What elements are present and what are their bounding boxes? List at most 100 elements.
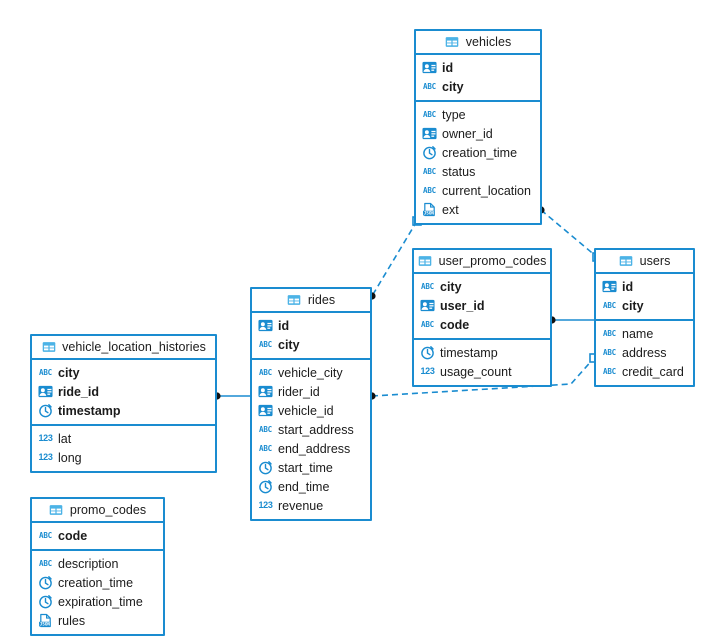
- field-name: name: [622, 326, 654, 341]
- primary-key-row[interactable]: id: [416, 58, 540, 77]
- table-header[interactable]: vehicles: [416, 31, 540, 55]
- field-name: city: [622, 298, 644, 313]
- field-row[interactable]: rider_id: [252, 382, 370, 401]
- primary-key-row[interactable]: timestamp: [32, 401, 215, 420]
- field-row[interactable]: timestamp: [414, 343, 550, 362]
- abc-icon: ABC: [39, 558, 52, 568]
- field-row[interactable]: 123 revenue: [252, 496, 370, 515]
- 123-icon: 123: [38, 433, 53, 443]
- field-row[interactable]: 123 lat: [32, 429, 215, 448]
- field-name: code: [58, 528, 88, 543]
- abc-icon: ABC: [259, 367, 272, 377]
- field-name: vehicle_city: [278, 365, 343, 380]
- field-name: expiration_time: [58, 594, 143, 609]
- table-title: vehicle_location_histories: [62, 340, 206, 354]
- field-row[interactable]: ABC type: [416, 105, 540, 124]
- table-header[interactable]: users: [596, 250, 693, 274]
- abc-icon: ABC: [259, 339, 272, 349]
- id-card-icon: [422, 60, 437, 75]
- field-name: end_time: [278, 479, 330, 494]
- table-title: vehicles: [465, 35, 512, 49]
- field-row[interactable]: creation_time: [416, 143, 540, 162]
- table-header[interactable]: rides: [252, 289, 370, 313]
- clock-icon: [420, 345, 435, 360]
- table-header[interactable]: vehicle_location_histories: [32, 336, 215, 360]
- table-grid-icon: [49, 503, 64, 518]
- field-row[interactable]: ABC vehicle_city: [252, 363, 370, 382]
- field-name: city: [440, 279, 462, 294]
- id-card-icon: [422, 126, 437, 141]
- field-row[interactable]: owner_id: [416, 124, 540, 143]
- field-row[interactable]: start_time: [252, 458, 370, 477]
- primary-key-row[interactable]: user_id: [414, 296, 550, 315]
- field-name: type: [442, 107, 466, 122]
- field-name: id: [622, 279, 634, 294]
- table-grid-icon: [418, 254, 433, 269]
- field-row[interactable]: creation_time: [32, 573, 163, 592]
- abc-icon: ABC: [603, 347, 616, 357]
- field-name: usage_count: [440, 364, 512, 379]
- 123-icon: 123: [258, 500, 273, 510]
- id-card-icon: [258, 384, 273, 399]
- field-name: city: [442, 79, 464, 94]
- field-name: credit_card: [622, 364, 684, 379]
- table-title: user_promo_codes: [438, 254, 547, 268]
- field-name: revenue: [278, 498, 324, 513]
- table-grid-icon: [41, 340, 56, 355]
- abc-icon: ABC: [259, 443, 272, 453]
- table-title: rides: [307, 293, 336, 307]
- field-name: owner_id: [442, 126, 493, 141]
- field-row[interactable]: vehicle_id: [252, 401, 370, 420]
- clock-icon: [258, 460, 273, 475]
- table-header[interactable]: user_promo_codes: [414, 250, 550, 274]
- field-name: creation_time: [442, 145, 518, 160]
- table-header[interactable]: promo_codes: [32, 499, 163, 523]
- field-row[interactable]: ABC description: [32, 554, 163, 573]
- abc-icon: ABC: [423, 109, 436, 119]
- field-name: id: [278, 318, 290, 333]
- table-grid-icon: [287, 293, 302, 308]
- field-name: lat: [58, 431, 72, 446]
- clock-icon: [258, 479, 273, 494]
- primary-key-row[interactable]: ride_id: [32, 382, 215, 401]
- id-card-icon: [258, 403, 273, 418]
- field-row[interactable]: expiration_time: [32, 592, 163, 611]
- edge-vehicles-rides[interactable]: [371, 220, 418, 297]
- field-name: code: [440, 317, 470, 332]
- field-row[interactable]: end_time: [252, 477, 370, 496]
- field-name: description: [58, 556, 119, 571]
- primary-key-row[interactable]: id: [252, 316, 370, 335]
- primary-key-row[interactable]: id: [596, 277, 693, 296]
- abc-icon: ABC: [423, 166, 436, 176]
